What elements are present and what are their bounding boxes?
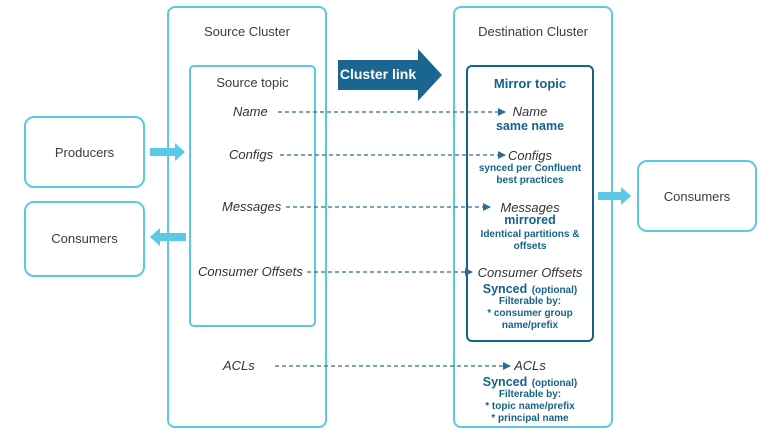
source-field-configs: Configs xyxy=(229,147,274,162)
cluster-link-arrow xyxy=(338,49,442,101)
mirror-acls-status: Synced xyxy=(482,375,528,389)
mirror-messages-sub-1: Identical partitions & xyxy=(480,229,580,240)
source-field-messages: Messages xyxy=(222,199,282,214)
mirror-messages-label: Messages xyxy=(500,200,560,215)
mirror-acls-label: ACLs xyxy=(514,358,546,373)
producers-arrow xyxy=(150,143,185,161)
mirror-topic-title: Mirror topic xyxy=(493,76,567,91)
mirror-topic-box xyxy=(466,65,594,342)
consumers-left-arrow xyxy=(150,228,186,246)
source-field-acls: ACLs xyxy=(223,358,255,373)
mirror-consumer-offsets-status: Synced xyxy=(482,282,528,296)
mirror-acls-status-row: Synced (optional) xyxy=(466,373,594,391)
producers-label: Producers xyxy=(54,145,115,160)
mirror-name-label: Name xyxy=(512,104,548,119)
producers-box xyxy=(24,116,145,188)
consumers-left-box xyxy=(24,201,145,277)
mirror-messages-sub-2: offsets xyxy=(513,241,547,252)
mirror-consumer-offsets-f1: * consumer group xyxy=(487,308,573,319)
mirror-name-detail: same name xyxy=(495,119,565,133)
consumers-right-box xyxy=(637,160,757,232)
mirror-messages-detail: mirrored xyxy=(504,213,556,227)
mirror-consumer-offsets-filter: Filterable by: xyxy=(498,296,562,307)
mirror-acls-f2: * principal name xyxy=(491,413,569,424)
source-topic-box xyxy=(189,65,316,327)
consumers-left-label: Consumers xyxy=(51,231,118,246)
consumers-right-label: Consumers xyxy=(663,189,731,204)
mirror-acls-optional: (optional) xyxy=(531,378,578,389)
source-topic-title: Source topic xyxy=(216,75,289,90)
mirror-configs-detail-1: synced per Confluent xyxy=(478,163,582,174)
cluster-link-label: Cluster link xyxy=(339,66,417,82)
mirror-consumer-offsets-f2: name/prefix xyxy=(501,320,559,331)
destination-cluster-title: Destination Cluster xyxy=(478,24,588,39)
mirror-acls-f1: * topic name/prefix xyxy=(485,401,575,412)
consumers-right-arrow xyxy=(598,187,631,205)
source-cluster-title: Source Cluster xyxy=(204,24,290,39)
mirror-consumer-offsets-label: Consumer Offsets xyxy=(477,265,583,280)
mirror-consumer-offsets-optional: (optional) xyxy=(531,285,578,296)
mirror-configs-label: Configs xyxy=(507,148,553,163)
mirror-configs-detail-2: best practices xyxy=(496,175,564,186)
mirror-consumer-offsets-status-row: Synced (optional) xyxy=(466,280,594,298)
source-field-name: Name xyxy=(233,104,268,119)
mirror-acls-filter: Filterable by: xyxy=(498,389,562,400)
source-field-consumer-offsets: Consumer Offsets xyxy=(198,264,303,279)
